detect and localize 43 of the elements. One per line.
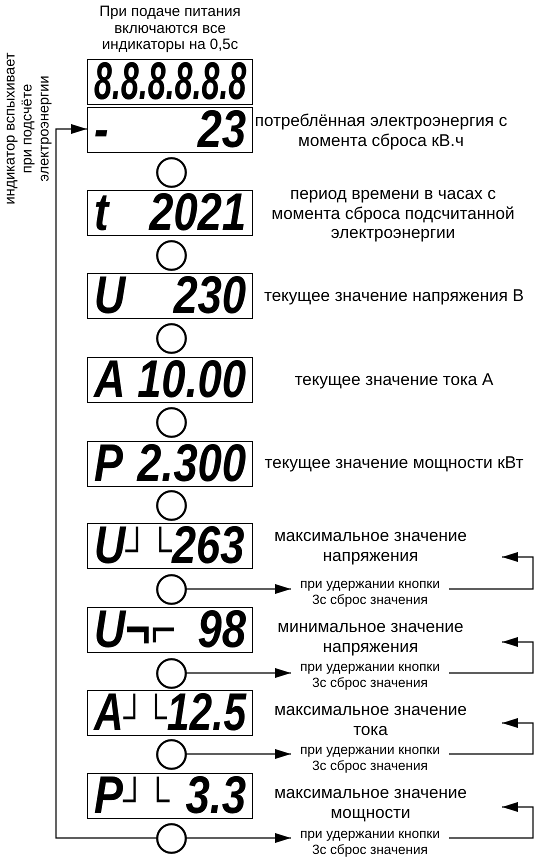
display-readout: A 10.00	[94, 358, 246, 401]
reset-note: при удержании кнопки 3с сброс значения	[291, 742, 449, 773]
button-press-circle	[156, 574, 186, 604]
arrow	[185, 833, 291, 843]
display-readout: U¬⌐ 98	[94, 608, 246, 651]
button-press-circle	[156, 490, 186, 520]
button-press-circle	[156, 738, 186, 770]
arrow	[55, 124, 157, 839]
value-description: максимальное значение тока	[268, 700, 502, 740]
display-readout: P 2.300	[94, 442, 246, 485]
reset-note: при удержании кнопки 3с сброс значения	[291, 659, 449, 690]
arrow	[449, 718, 534, 755]
arrow	[449, 637, 534, 674]
arrow	[185, 749, 291, 759]
arrow	[185, 668, 291, 678]
button-press-circle	[156, 658, 186, 688]
value-description: потреблённая электроэнергия с момента сброса кВ.ч	[254, 111, 508, 150]
display-readout: t 2021	[94, 191, 246, 234]
display-readout: 8.8.8.8.8.8	[94, 60, 246, 103]
display-readout: U┘└263	[94, 524, 246, 567]
arrow	[449, 552, 534, 590]
power-on-note: При подаче питания включаются все индикаторы на 0,5с	[98, 4, 242, 54]
value-description: период времени в часах с момента сброса подсчитанной электроэнергии	[270, 184, 516, 242]
button-press-circle	[156, 822, 186, 854]
reset-note: при удержании кнопки 3с сброс значения	[291, 576, 449, 607]
reset-note: при удержании кнопки 3с сброс значения	[291, 826, 449, 857]
display-readout: A┘└12.5	[94, 691, 246, 734]
value-description: текущее значение напряжения В	[263, 286, 525, 306]
value-description: минимальное значение напряжения	[268, 617, 502, 657]
value-description: текущее значение мощности кВт	[264, 453, 524, 472]
value-description: максимальное значение напряжения	[268, 526, 502, 566]
display-readout: - 23	[94, 108, 246, 151]
value-description: максимальное значение мощности	[268, 783, 502, 823]
display-readout: U 230	[94, 274, 246, 317]
button-press-circle	[156, 156, 186, 188]
vertical-note: индикатор вспыхивает при подсчёте электроэнергии	[2, 51, 54, 206]
arrow	[185, 584, 291, 594]
arrow	[449, 802, 534, 839]
button-press-circle	[156, 240, 186, 270]
display-readout: P┘└ 3.3	[94, 774, 246, 817]
value-description: текущее значение тока А	[294, 370, 494, 390]
button-press-circle	[156, 322, 186, 354]
button-press-circle	[156, 406, 186, 438]
